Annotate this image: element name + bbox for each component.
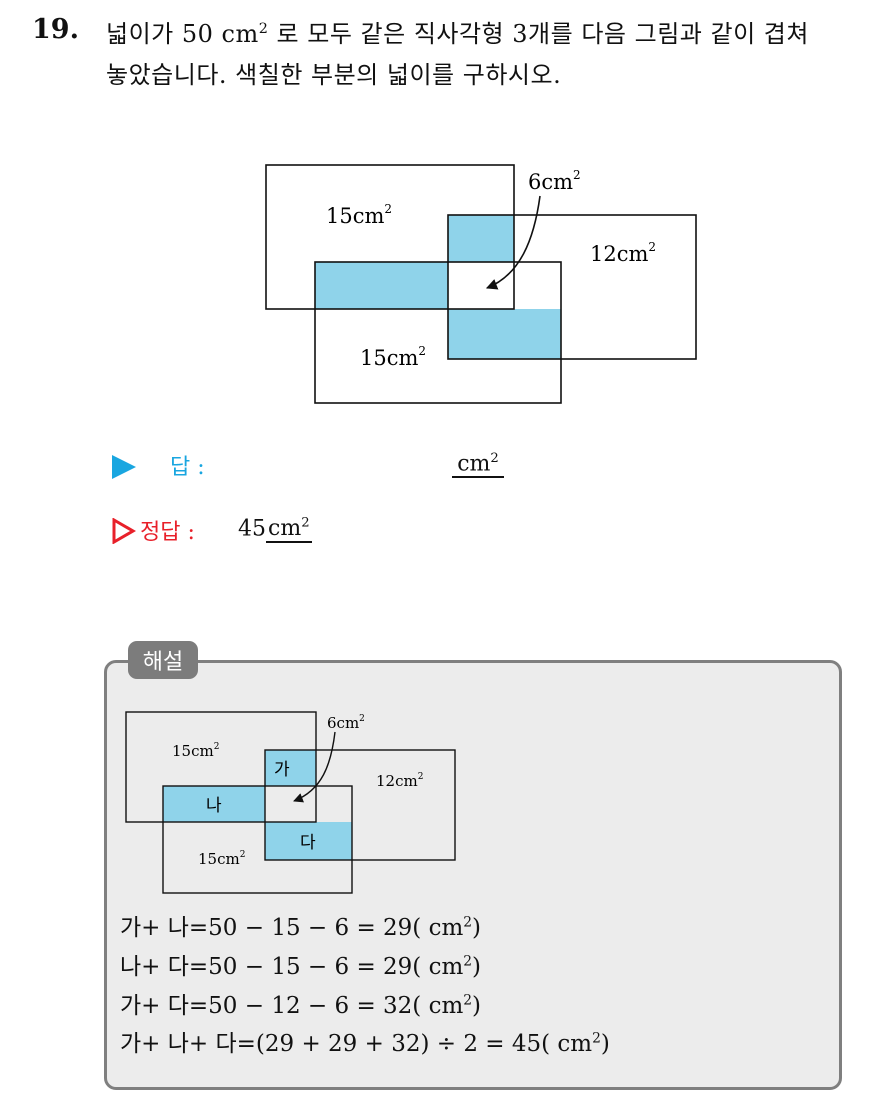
answer-blank[interactable]: cm2 <box>452 451 504 479</box>
answer-marker-icon <box>112 455 136 479</box>
explanation-tag: 해설 <box>128 641 198 679</box>
shaded-region-bottom-right <box>448 309 561 359</box>
rectangle-top-left <box>265 164 515 310</box>
correct-marker-icon <box>112 518 136 544</box>
label-top-left-area: 15cm2 <box>326 202 392 228</box>
label-center-area: 6cm2 <box>528 168 581 194</box>
question-text-line2: 놓았습니다. 색칠한 부분의 넓이를 구하시오. <box>106 61 562 89</box>
shaded-region-left <box>315 262 448 309</box>
label-right-area: 12cm2 <box>590 240 656 266</box>
correct-answer-value: 45cm2 <box>238 516 312 544</box>
question-number: 19. <box>32 14 79 45</box>
pointer-arrow <box>485 195 541 290</box>
equation-1: 가+ 나=50 − 15 − 6 = 29( cm2) <box>120 914 482 941</box>
equation-2: 나+ 다=50 − 15 − 6 = 29( cm2) <box>120 953 482 980</box>
equation-3: 가+ 다=50 − 12 − 6 = 32( cm2) <box>120 992 482 1019</box>
shaded-region-top <box>448 215 514 262</box>
label-bottom-area: 15cm2 <box>360 344 426 370</box>
rectangle-right <box>447 214 697 360</box>
question-text-line1: 넓이가 50 cm2 로 모두 같은 직사각형 3개를 다음 그림과 같이 겹쳐 <box>106 20 809 48</box>
rectangle-bottom <box>314 261 562 404</box>
correct-answer-label: 정답 : <box>140 520 195 545</box>
overlap-figure: 15cm2 12cm2 15cm2 6cm2 <box>265 164 697 404</box>
answer-label: 답 : <box>170 455 205 480</box>
equation-4: 가+ 나+ 다=(29 + 29 + 32) ÷ 2 = 45( cm2) <box>120 1030 610 1057</box>
